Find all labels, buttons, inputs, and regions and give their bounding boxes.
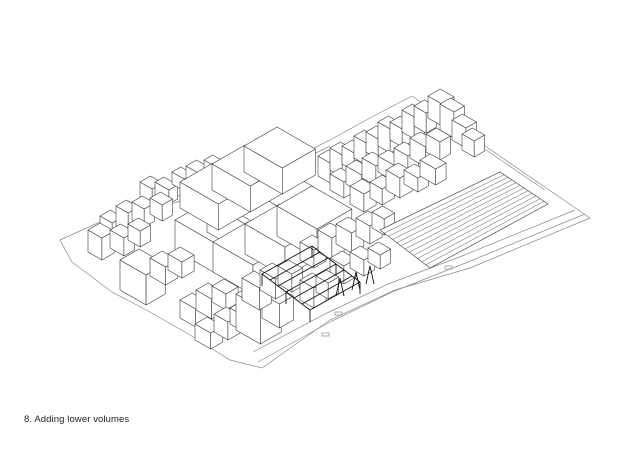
volume-face: [426, 128, 450, 142]
volume-face: [440, 98, 464, 112]
frame-beam: [286, 264, 336, 292]
road-marker: [321, 332, 330, 337]
tower-leg: [352, 272, 356, 290]
volume-face: [452, 114, 476, 128]
volume-face: [277, 186, 352, 229]
volume-face: [168, 247, 194, 262]
shed-roof-ridge: [422, 199, 540, 262]
shed-roof-ridge: [401, 185, 520, 246]
tower-leg: [356, 272, 360, 290]
frame-beam: [262, 246, 312, 274]
volume-face: [244, 127, 315, 168]
frame-beam: [310, 282, 360, 310]
road-marker: [444, 265, 453, 270]
tower-leg: [370, 266, 374, 284]
building-volumes: [88, 89, 485, 349]
volume-face: [462, 128, 485, 141]
shed-roof-ridge: [384, 175, 504, 234]
long-shed-halls: [380, 172, 548, 268]
shed-roof-ridge: [413, 193, 532, 255]
shed-roof-ridge: [430, 204, 548, 268]
tower-leg: [366, 266, 370, 284]
volume-face: [372, 206, 395, 219]
shed-roof-ridge: [405, 188, 524, 249]
shed-roof-ridge: [418, 196, 537, 259]
volume-face: [420, 154, 446, 169]
shed-roof-ridge: [397, 183, 516, 243]
volume-face: [150, 192, 173, 205]
tower-leg: [336, 278, 340, 296]
shed-roof-ridge: [380, 172, 500, 230]
frame-beam: [302, 276, 352, 304]
volume-face: [128, 218, 151, 231]
volume-face: [278, 260, 302, 274]
volume-face: [368, 242, 391, 255]
shed-roof-ridge: [393, 180, 513, 240]
frame-beam: [278, 258, 328, 286]
volume-face: [212, 279, 238, 294]
shed-roof-ridge: [409, 191, 528, 253]
tower-leg: [340, 278, 344, 296]
shed-roof-ridge: [426, 201, 544, 264]
road-marker: [334, 311, 343, 316]
highlighted-frame-structure: [262, 246, 374, 322]
figure-caption: 8. Adding lower volumes: [24, 414, 130, 425]
shed-roof-ridge: [388, 177, 508, 236]
